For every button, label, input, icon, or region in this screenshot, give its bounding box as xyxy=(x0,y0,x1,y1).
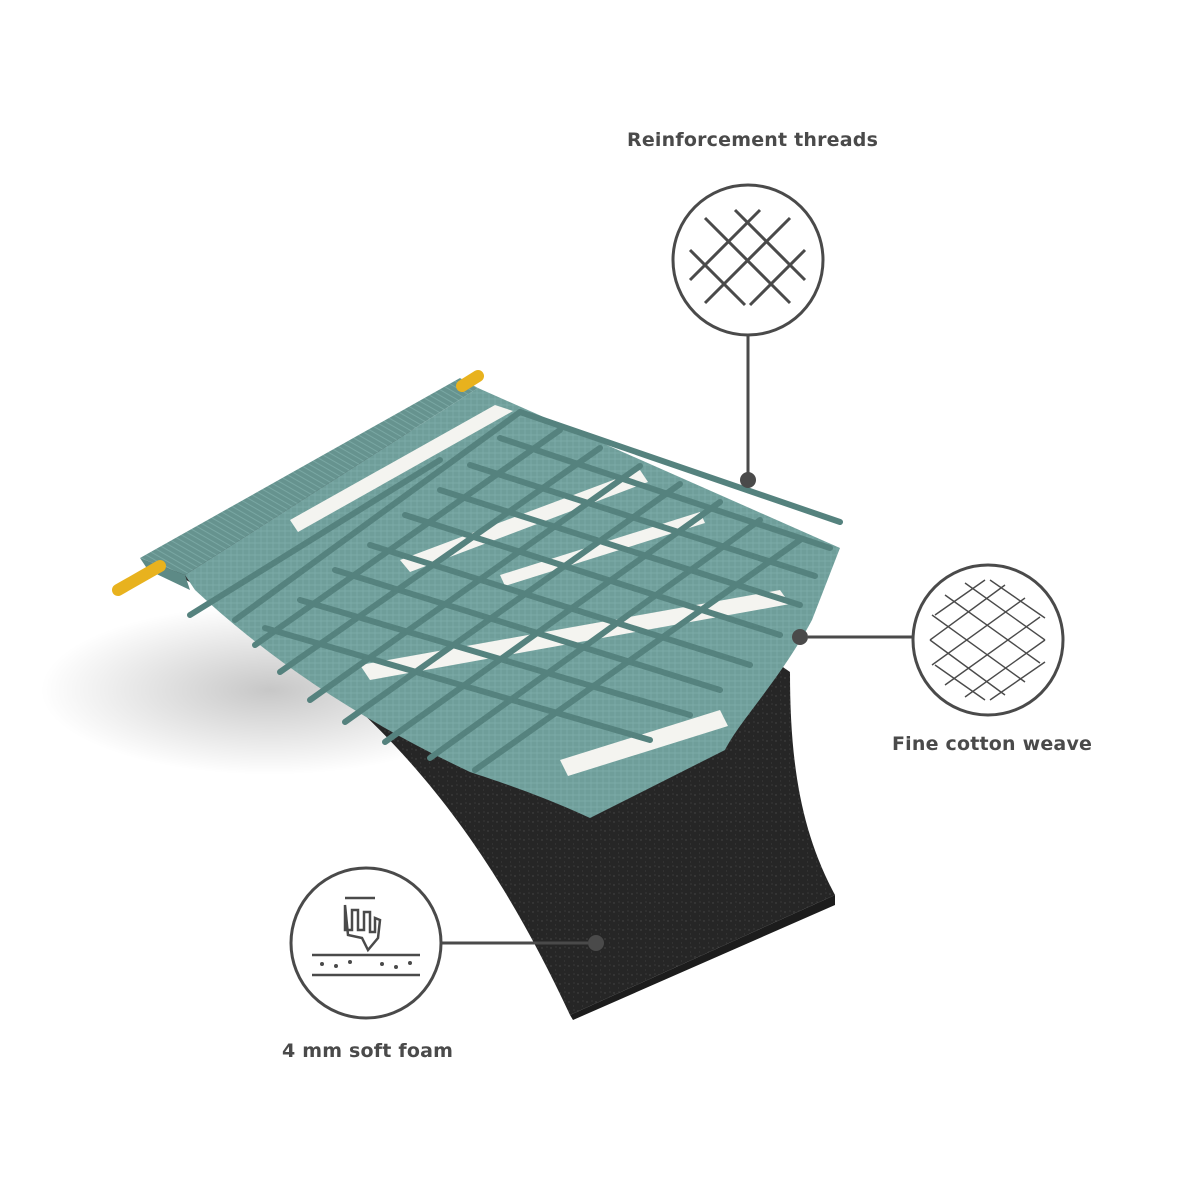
fabric-stripe xyxy=(560,710,728,776)
weave-callout xyxy=(792,563,1065,717)
fine-cotton-weave-label: Fine cotton weave xyxy=(892,733,1093,755)
fabric-stripe xyxy=(360,590,790,680)
fabric-top-flap xyxy=(140,378,478,575)
foam-callout xyxy=(289,866,604,1020)
fabric-stripe xyxy=(290,405,513,532)
finger-press-foam-icon xyxy=(312,896,420,977)
reinforcement-callout xyxy=(671,183,825,488)
crosshatch-icon xyxy=(688,208,807,307)
fabric-stripe xyxy=(500,512,705,586)
reinforcement-threads-label: Reinforcement threads xyxy=(627,129,879,151)
reinforcement-threads xyxy=(187,409,843,773)
soft-foam-label: 4 mm soft foam xyxy=(282,1040,454,1062)
foam-edge xyxy=(570,895,835,1020)
yellow-rod xyxy=(112,370,484,596)
fine-mesh-icon xyxy=(929,579,1046,701)
